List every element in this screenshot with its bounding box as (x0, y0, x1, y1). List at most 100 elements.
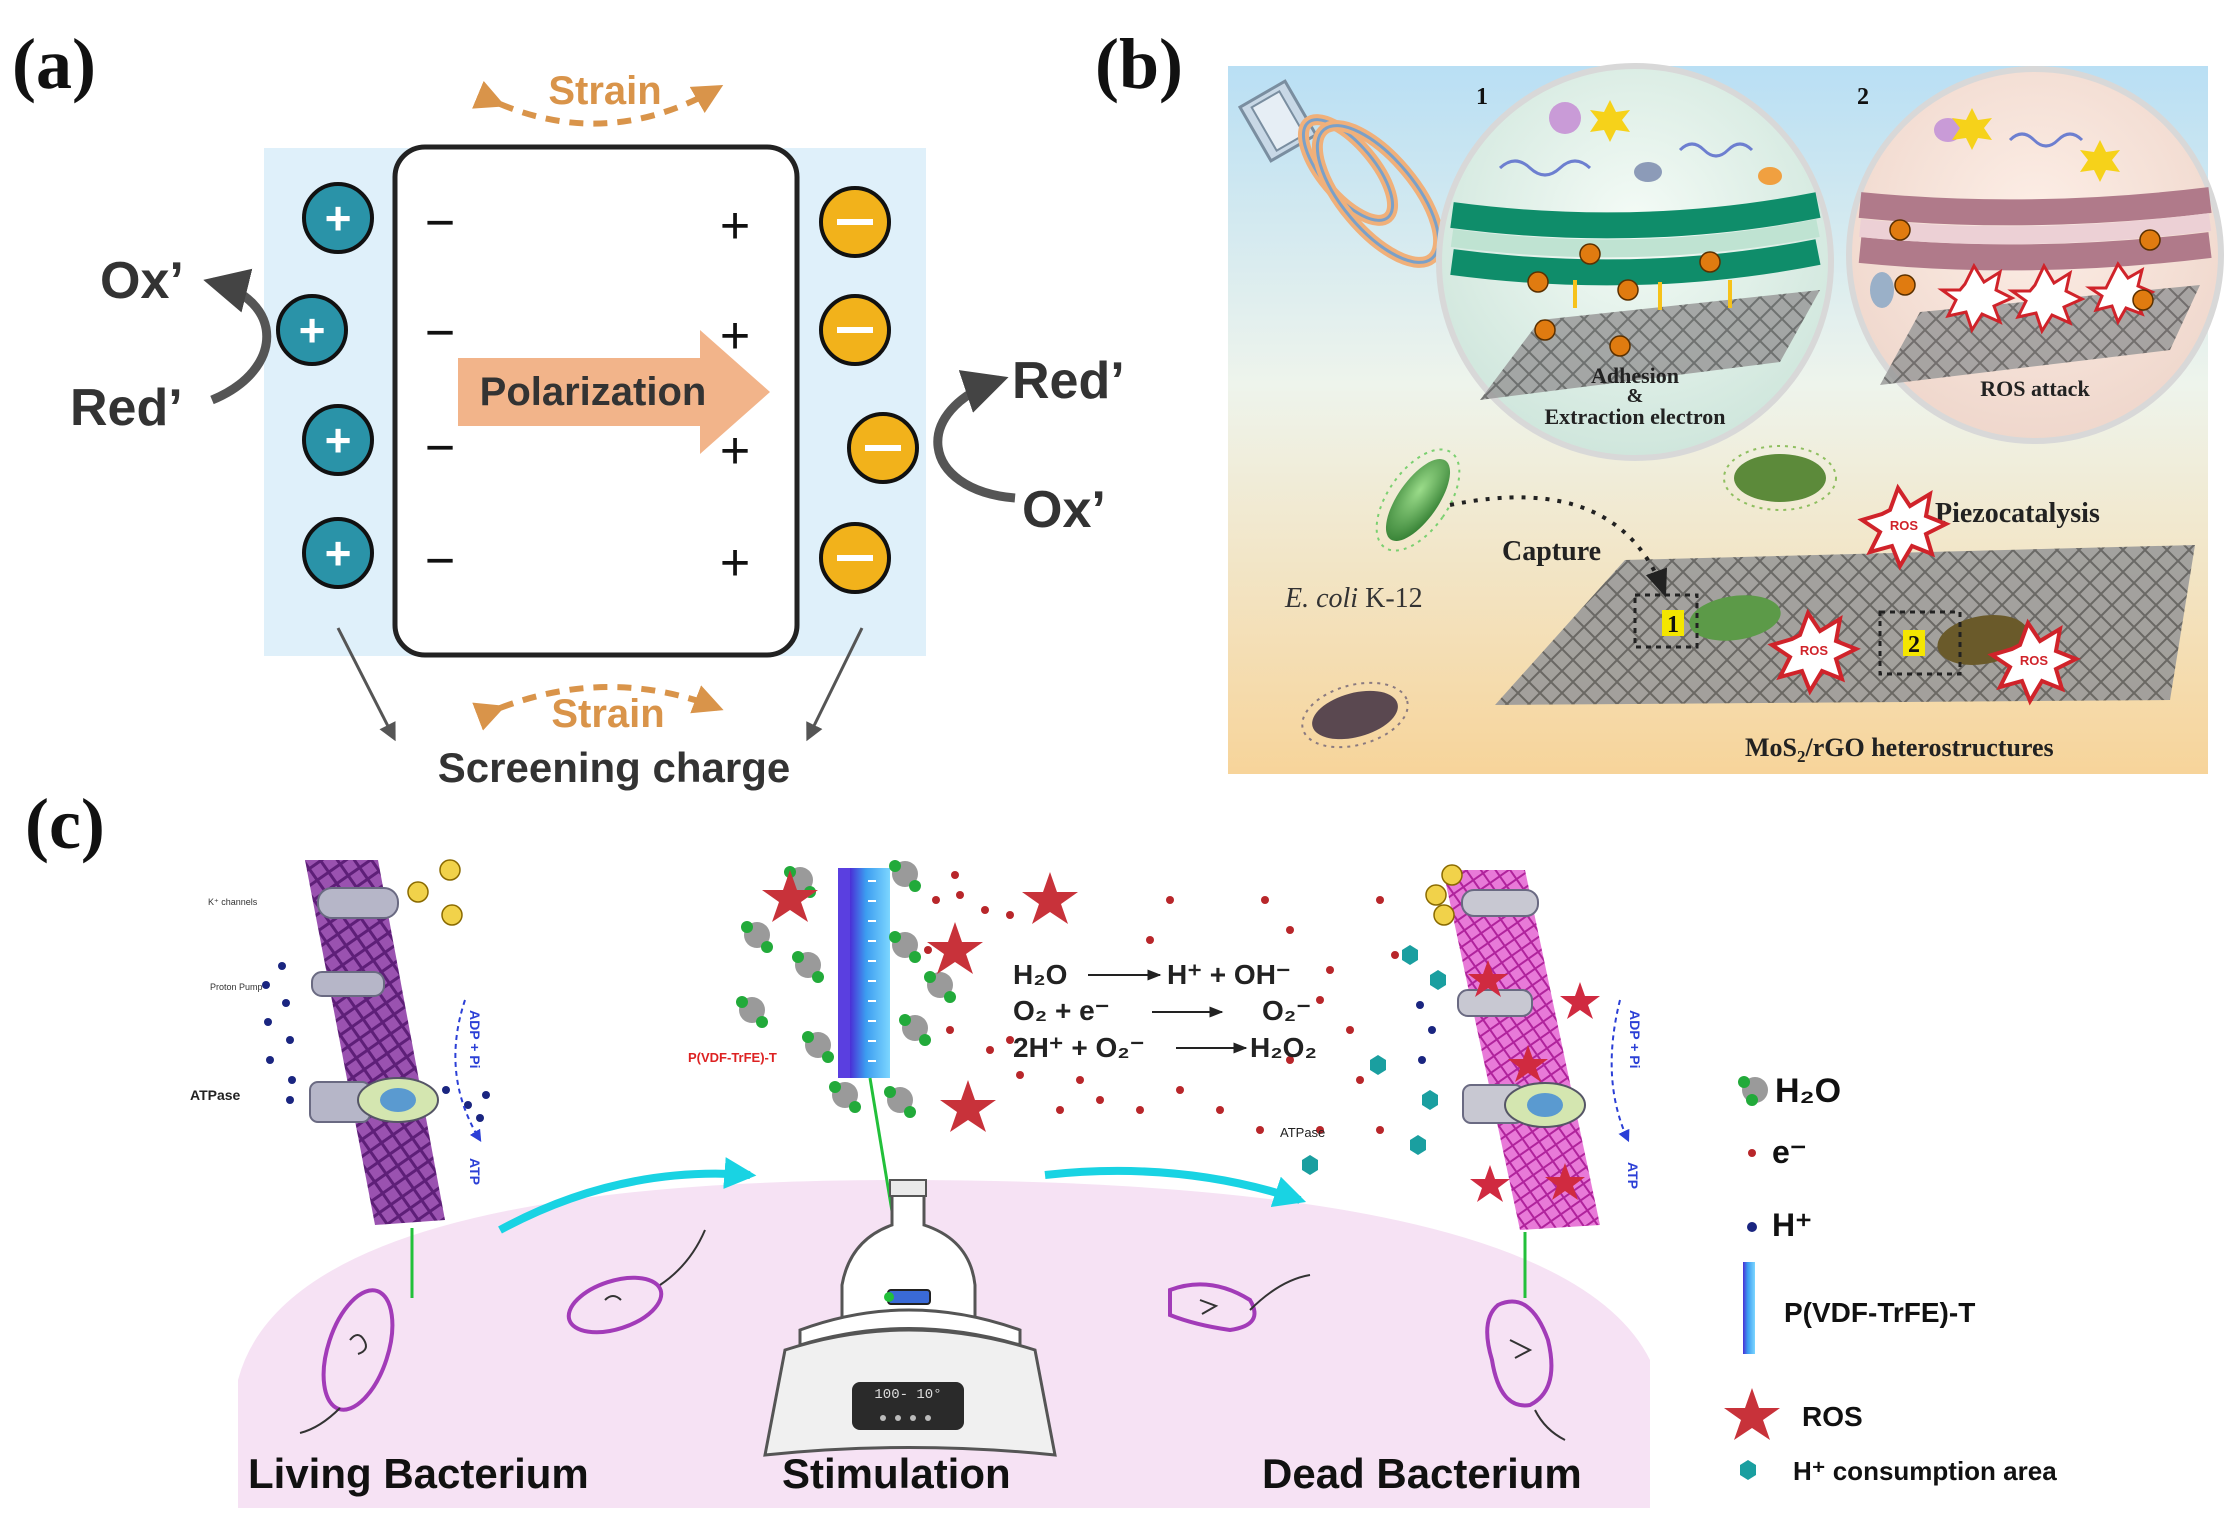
electron-icon (1889, 219, 1911, 241)
legend-h-consumption-icon (1740, 1460, 1756, 1480)
left-ox-label: Ox’ (100, 252, 184, 310)
adp-right-label: ADP + Pi (1627, 1010, 1643, 1069)
heterostructure-rest: /rGO heterostructures (1805, 733, 2054, 762)
electron-dots (924, 871, 1399, 1134)
dead-bacterium-icon (1485, 1299, 1566, 1441)
piezocatalysis-label: Piezocatalysis (1935, 498, 2100, 529)
equation-1-left: H₂O (1013, 959, 1067, 990)
strain-top-label: Strain (548, 69, 661, 113)
right-ox-label: Ox’ (1022, 481, 1106, 539)
region-box-1 (1633, 593, 1699, 649)
proton-pump-label: Proton Pump (210, 982, 263, 992)
legend-ros-label: ROS (1802, 1401, 1863, 1432)
inset-1-number: 1 (1476, 84, 1488, 110)
positive-charge-1-sign: + (325, 192, 352, 244)
crystal-plus-3: + (720, 422, 750, 480)
living-membrane: K⁺ channels Proton Pump ATPase ADP + Pi … (190, 859, 490, 1225)
dead-bacterium-label: Dead Bacterium (1262, 1450, 1582, 1497)
legend-h2o-label: H₂O (1775, 1072, 1841, 1110)
polarization-label: Polarization (480, 370, 707, 414)
adp-left-label: ADP + Pi (467, 1010, 483, 1069)
left-red-label: Red’ (70, 379, 183, 437)
screening-charge-label: Screening charge (438, 744, 790, 791)
region-box-2 (1878, 610, 1962, 676)
living-bacterium-label: Living Bacterium (248, 1450, 589, 1497)
k-channels-label: K⁺ channels (208, 897, 258, 907)
device-display: 100- 10° (874, 1387, 941, 1403)
positive-charge-4-sign: + (325, 527, 352, 579)
ros-burst-text: ROS (1890, 518, 1919, 533)
electron-icon (2132, 289, 2154, 311)
atp-left-label: ATP (467, 1158, 483, 1185)
heterostructure-mos: MoS (1745, 733, 1797, 762)
positive-charge-4 (302, 517, 374, 589)
panel-label-a: (a) (12, 24, 96, 104)
ros-burst-icon: ROS (1767, 608, 1861, 696)
positive-charge-1 (302, 182, 374, 254)
crystal-plus-1: + (720, 197, 750, 255)
polymer-film (838, 868, 890, 1078)
crystal-minus-3: − (425, 419, 455, 477)
ampersand-label: & (1627, 385, 1644, 407)
inset-2-ros-attack: 2 ROS attack (1846, 66, 2224, 444)
region-box-1-number: 1 (1667, 612, 1679, 638)
adp-atp-right-arrow (1610, 999, 1630, 1143)
ecoli-label: E. coli K-12 (1284, 583, 1423, 614)
electron-icon (1527, 271, 1549, 293)
heterostructure-sub: 2 (1797, 747, 1806, 766)
potassium-ion-icon (1441, 864, 1463, 886)
screening-arrow-left (336, 627, 396, 742)
legend-ros-star-icon (1724, 1388, 1780, 1440)
ecoli-strain: K-12 (1365, 583, 1423, 614)
water-molecules (736, 860, 956, 1118)
adp-atp-left-arrow (454, 999, 482, 1143)
inset-2-number: 2 (1857, 84, 1869, 110)
legend-proton-icon (1747, 1222, 1757, 1232)
legend-electron-label: e⁻ (1772, 1134, 1807, 1170)
atpase-right-label: ATPase (1280, 1125, 1325, 1140)
dead-bacterium-icon (1301, 681, 1409, 749)
crystal-minus-1: − (425, 194, 455, 252)
electron-icon (2139, 229, 2161, 251)
panel-b: 1 (1228, 63, 2224, 774)
ros-attack-label: ROS attack (1980, 376, 2090, 401)
ros-stars (762, 870, 1078, 1132)
panel-a: Strain Strain Polarization − − − − + + +… (70, 69, 1125, 791)
legend-polymer-label: P(VDF-TrFE)-T (1784, 1297, 1975, 1328)
inset-1-adhesion: 1 (1436, 63, 1834, 461)
legend-electron-icon (1748, 1149, 1756, 1157)
region-box-2-number: 2 (1908, 632, 1920, 658)
heterostructure-label: MoS2/rGO heterostructures (1745, 733, 2054, 766)
positive-charge-2-sign: + (299, 304, 326, 356)
flow-arrow-1 (498, 1157, 757, 1234)
strain-top-arrow (472, 80, 724, 127)
equation-3-left: 2H⁺ + O₂⁻ (1013, 1032, 1144, 1063)
equation-1-right: H⁺ + OH⁻ (1167, 959, 1291, 990)
crystal-plus-4: + (720, 534, 750, 592)
equation-2-right: O₂⁻ (1262, 995, 1311, 1026)
positive-charge-3-sign: + (325, 414, 352, 466)
ultrasound-transducer-icon (1237, 79, 1445, 268)
ecoli-species: E. coli (1284, 583, 1358, 614)
electron-icon (1699, 251, 1721, 273)
flow-arrow-2 (1044, 1166, 1307, 1208)
bacterium-icon (566, 1229, 706, 1335)
atpase-left-label: ATPase (190, 1087, 241, 1103)
capture-label: Capture (1502, 536, 1601, 567)
electron-icon (1894, 274, 1916, 296)
right-red-label: Red’ (1012, 352, 1125, 410)
electron-icon (1617, 279, 1639, 301)
ros-burst-icon: ROS (1857, 483, 1951, 571)
crystal-minus-4: − (425, 532, 455, 590)
legend: H₂O e⁻ H⁺ P(VDF-TrFE)-T ROS H⁺ consumpti… (1724, 1072, 2057, 1486)
electron-icon (1579, 243, 1601, 265)
panel-c: K⁺ channels Proton Pump ATPase ADP + Pi … (190, 859, 1650, 1508)
equation-2-left: O₂ + e⁻ (1013, 995, 1109, 1026)
strain-bottom-arrow (472, 684, 724, 731)
potassium-ion-icon (1433, 904, 1455, 926)
lysed-bacterium-icon (1168, 1274, 1311, 1333)
polymer-film-label: P(VDF-TrFE)-T (688, 1050, 777, 1065)
atp-right-label: ATP (1625, 1162, 1641, 1189)
right-redox-arrow (933, 370, 1016, 503)
screening-arrow-right (806, 627, 864, 742)
